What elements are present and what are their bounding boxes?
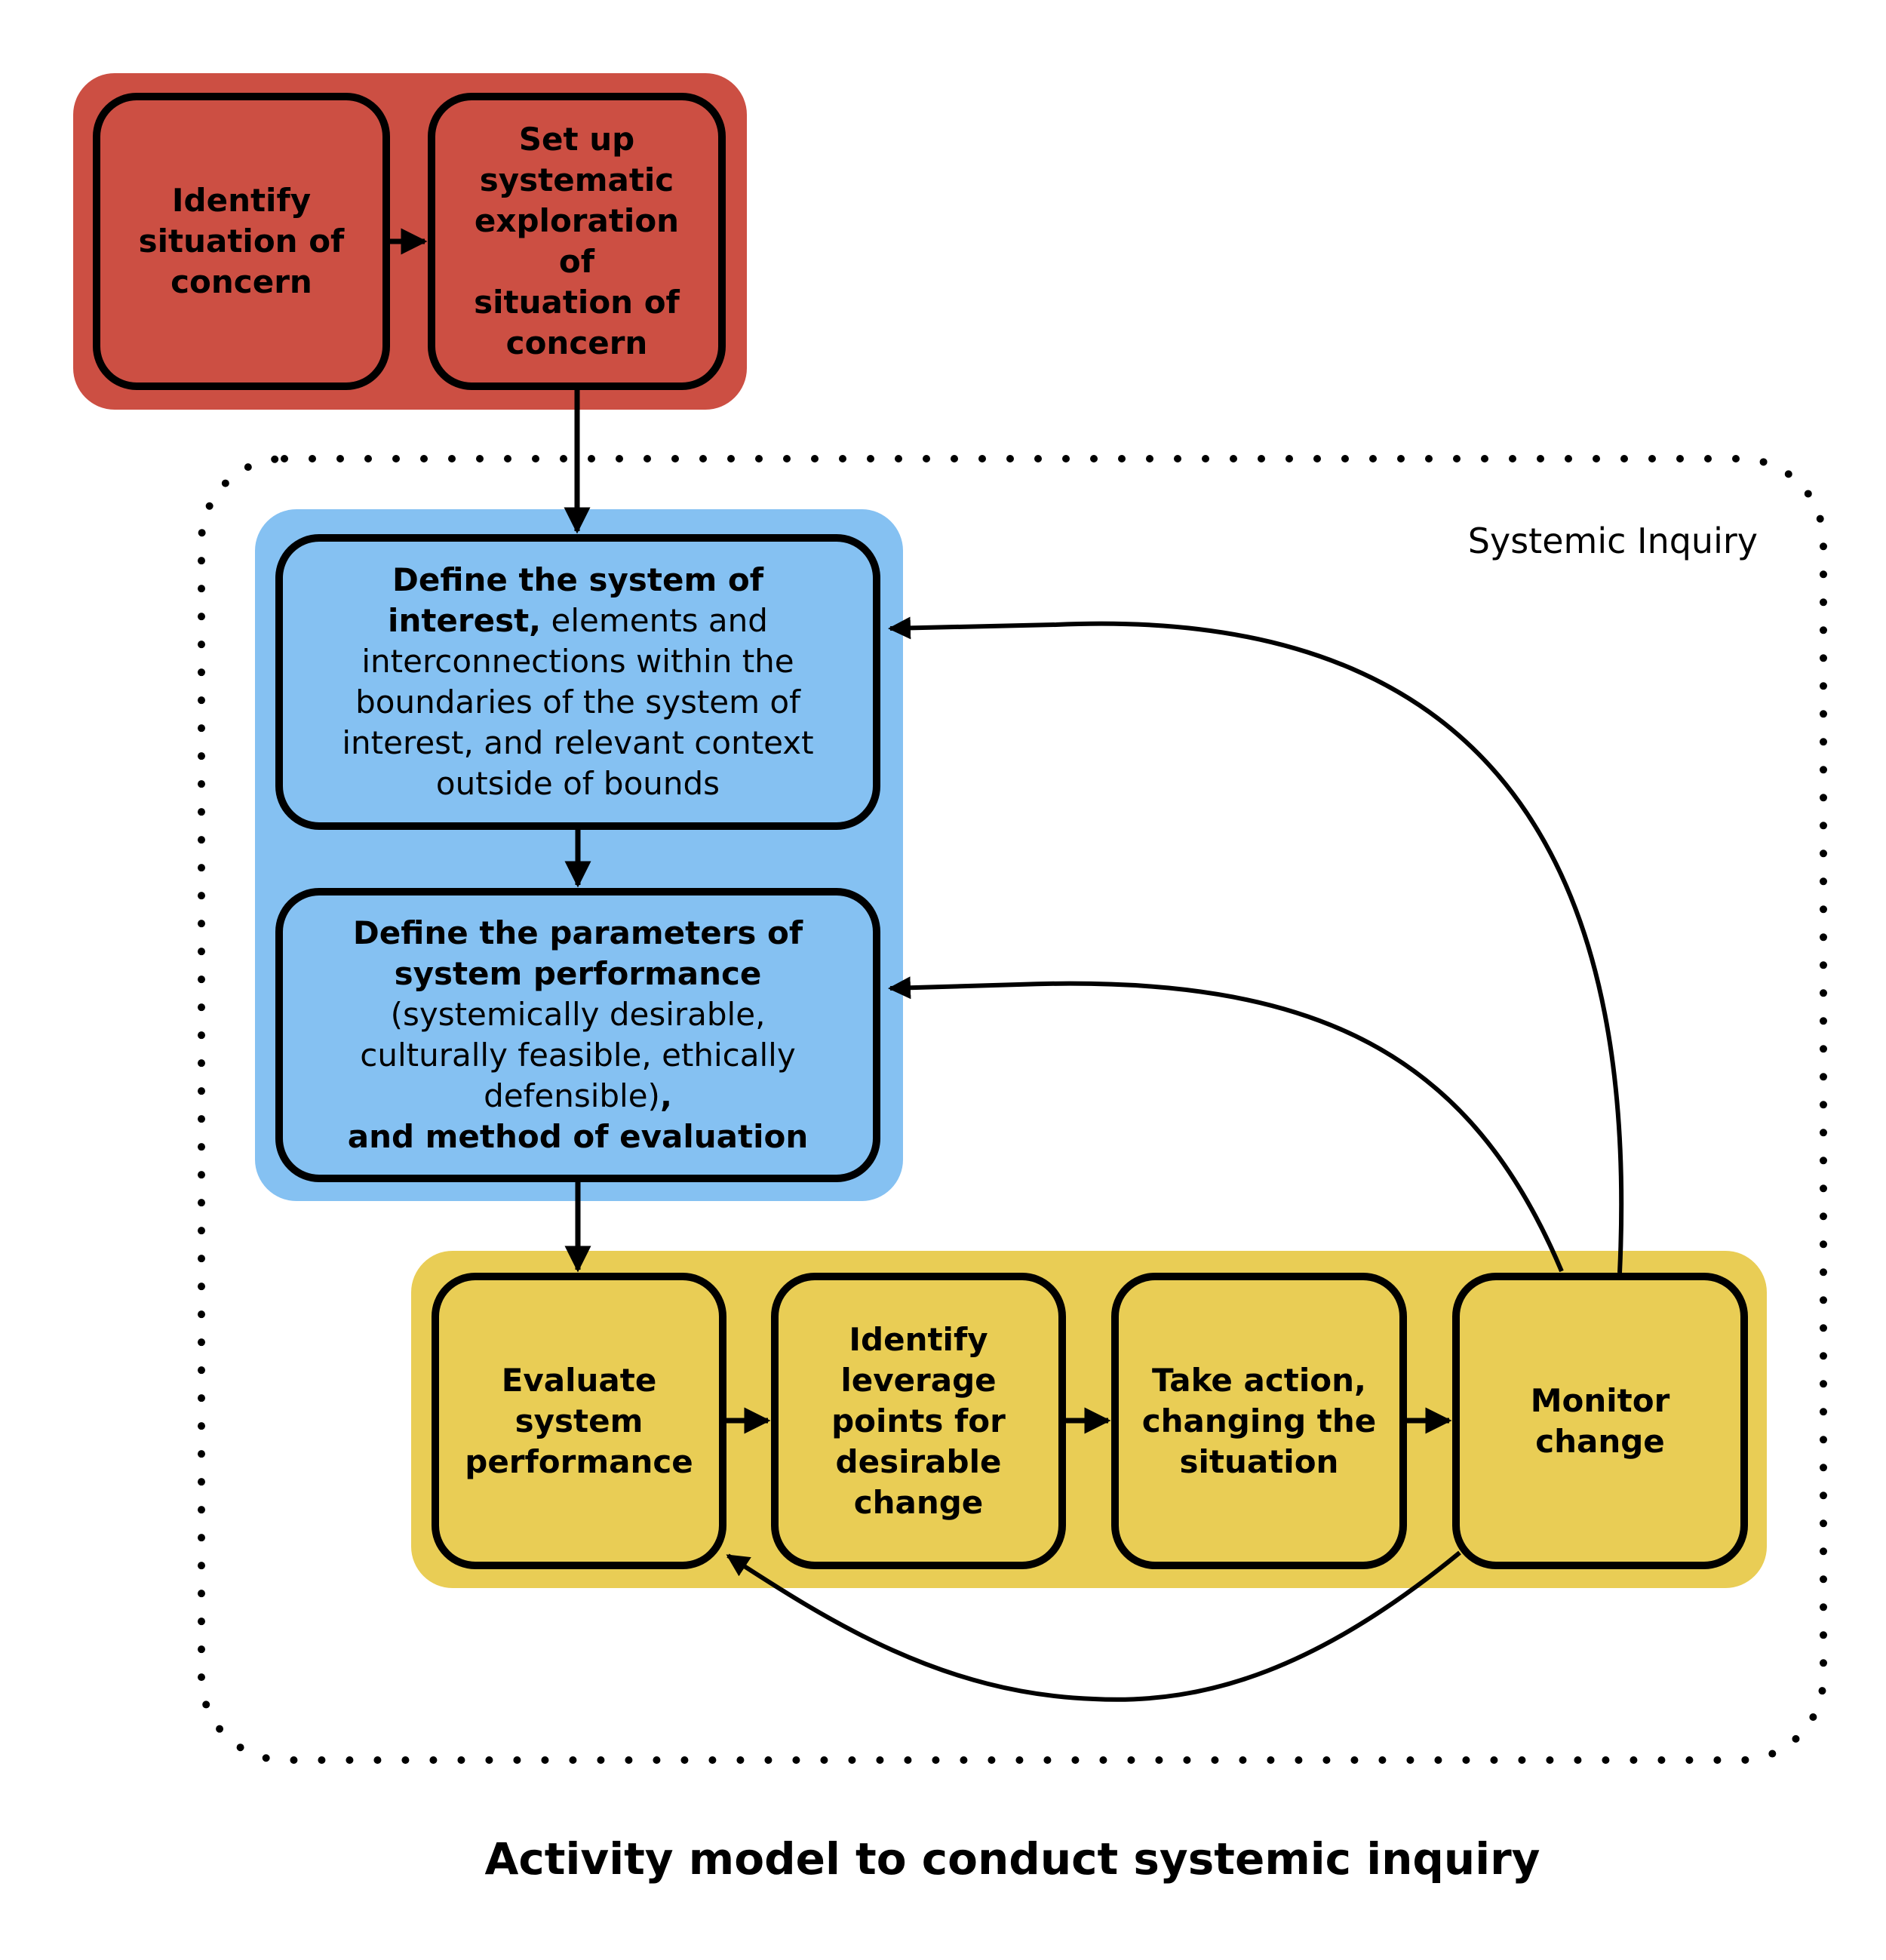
- feedback-monitor-to-define-system: [888, 616, 1624, 1273]
- label-normal: boundaries of the system of: [355, 684, 800, 720]
- label-normal: outside of bounds: [435, 765, 720, 802]
- label-line: system performance: [348, 954, 809, 994]
- label-line: and method of evaluation: [348, 1117, 809, 1157]
- label-line: concern: [170, 263, 312, 300]
- label-line: change: [853, 1483, 984, 1521]
- label-line: Evaluate: [501, 1361, 657, 1399]
- label-line: concern: [505, 324, 648, 361]
- label-line: system: [515, 1402, 644, 1439]
- label-line: Monitor: [1530, 1381, 1670, 1419]
- node-define-parameters[interactable]: Define the parameters of system performan…: [275, 888, 880, 1182]
- label-line: Set up: [518, 121, 635, 158]
- label-line: (systemically desirable,: [348, 994, 809, 1035]
- label-line: points for: [831, 1402, 1006, 1439]
- label-line: Define the system of: [342, 560, 813, 601]
- label-normal: interest, and relevant context: [342, 724, 814, 761]
- label-line: performance: [465, 1442, 693, 1480]
- diagram-title: Activity model to conduct systemic inqui…: [484, 1833, 1540, 1885]
- label-line: interest, elements and: [342, 601, 813, 641]
- label-line: situation of: [138, 223, 345, 260]
- label-line: situation of: [474, 284, 680, 321]
- label-bold: Define the system of: [392, 561, 763, 598]
- feedback-monitor-to-parameters: [888, 976, 1564, 1273]
- label-bold: system performance: [394, 955, 762, 992]
- label-bold: Define the parameters of: [352, 914, 803, 951]
- label-line: changing the: [1141, 1402, 1377, 1439]
- label-line: systematic: [479, 161, 674, 198]
- label-normal: (systemically desirable,: [390, 996, 766, 1033]
- label-line: Take action,: [1152, 1361, 1366, 1399]
- label-line: Identify: [849, 1320, 988, 1358]
- node-label: Define the parameters of system performan…: [348, 913, 809, 1157]
- label-normal: culturally feasible, ethically: [360, 1037, 796, 1074]
- label-normal: defensible): [484, 1077, 660, 1114]
- label-line: boundaries of the system of: [342, 682, 813, 723]
- label-line: exploration of: [474, 202, 680, 280]
- systemic-inquiry-label: Systemic Inquiry: [1467, 521, 1758, 561]
- label-normal: interconnections within the: [361, 643, 794, 680]
- label-line: leverage: [840, 1361, 997, 1399]
- label-line: outside of bounds: [342, 763, 813, 804]
- label-line: desirable: [835, 1442, 1002, 1480]
- label-line: change: [1535, 1422, 1665, 1460]
- label-line: defensible),: [348, 1076, 809, 1117]
- label-line: interconnections within the: [342, 641, 813, 682]
- label-line: interest, and relevant context: [342, 723, 813, 763]
- label-line: situation: [1179, 1442, 1339, 1480]
- label-bold: ,: [659, 1077, 672, 1114]
- label-normal: elements and: [541, 602, 768, 639]
- label-bold: interest,: [388, 602, 542, 639]
- label-bold: and method of evaluation: [347, 1118, 809, 1155]
- label-line: Identify: [171, 182, 312, 219]
- feedback-monitor-to-evaluate: [726, 1550, 1461, 1702]
- label-line: Define the parameters of: [348, 913, 809, 954]
- label-line: culturally feasible, ethically: [348, 1035, 809, 1076]
